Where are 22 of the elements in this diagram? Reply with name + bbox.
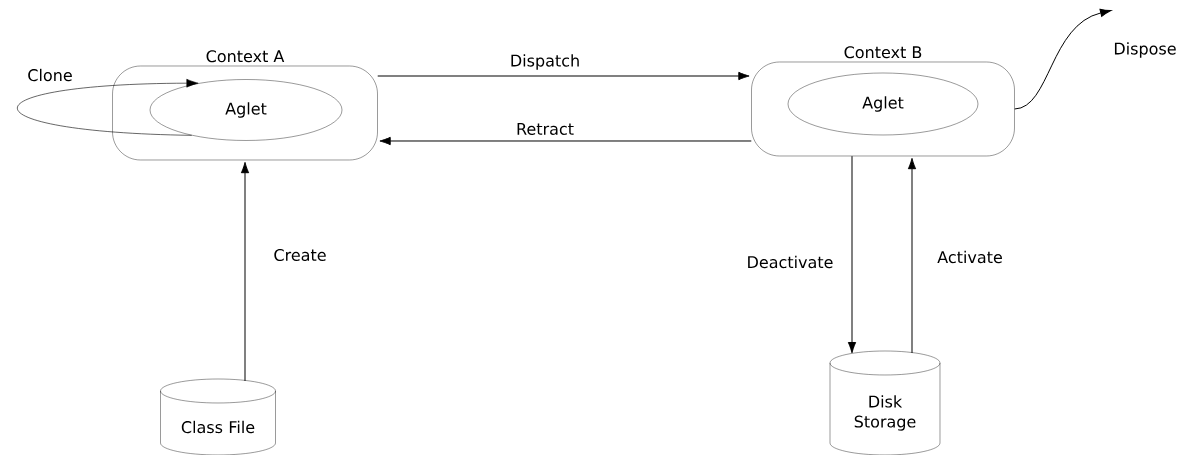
- arrow: [17, 78, 199, 136]
- heading: Context B: [844, 46, 922, 59]
- rounded-box: [112, 50, 378, 161]
- node-label: Disk Storage: [854, 395, 916, 431]
- cylinder: Class File: [160, 378, 276, 455]
- arrow: [379, 136, 752, 146]
- cylinder: Disk Storage: [829, 350, 941, 455]
- arrow: [847, 155, 857, 354]
- arrow: [907, 157, 917, 354]
- arrow: [240, 161, 250, 382]
- edge-label: Create: [272, 247, 328, 263]
- rounded-box: [751, 46, 1015, 157]
- edge-label: Dispose: [1112, 41, 1178, 59]
- edge-label: Deactivate: [745, 254, 835, 270]
- node-label: Class File: [181, 420, 255, 434]
- edge-label: Dispatch: [508, 53, 582, 71]
- edge-label: Clone: [26, 67, 74, 83]
- edge-label: Retract: [515, 122, 575, 136]
- edge-label: Activate: [936, 249, 1004, 265]
- heading: Context A: [206, 50, 285, 63]
- arrow: [1014, 8, 1112, 110]
- arrow: [377, 71, 750, 81]
